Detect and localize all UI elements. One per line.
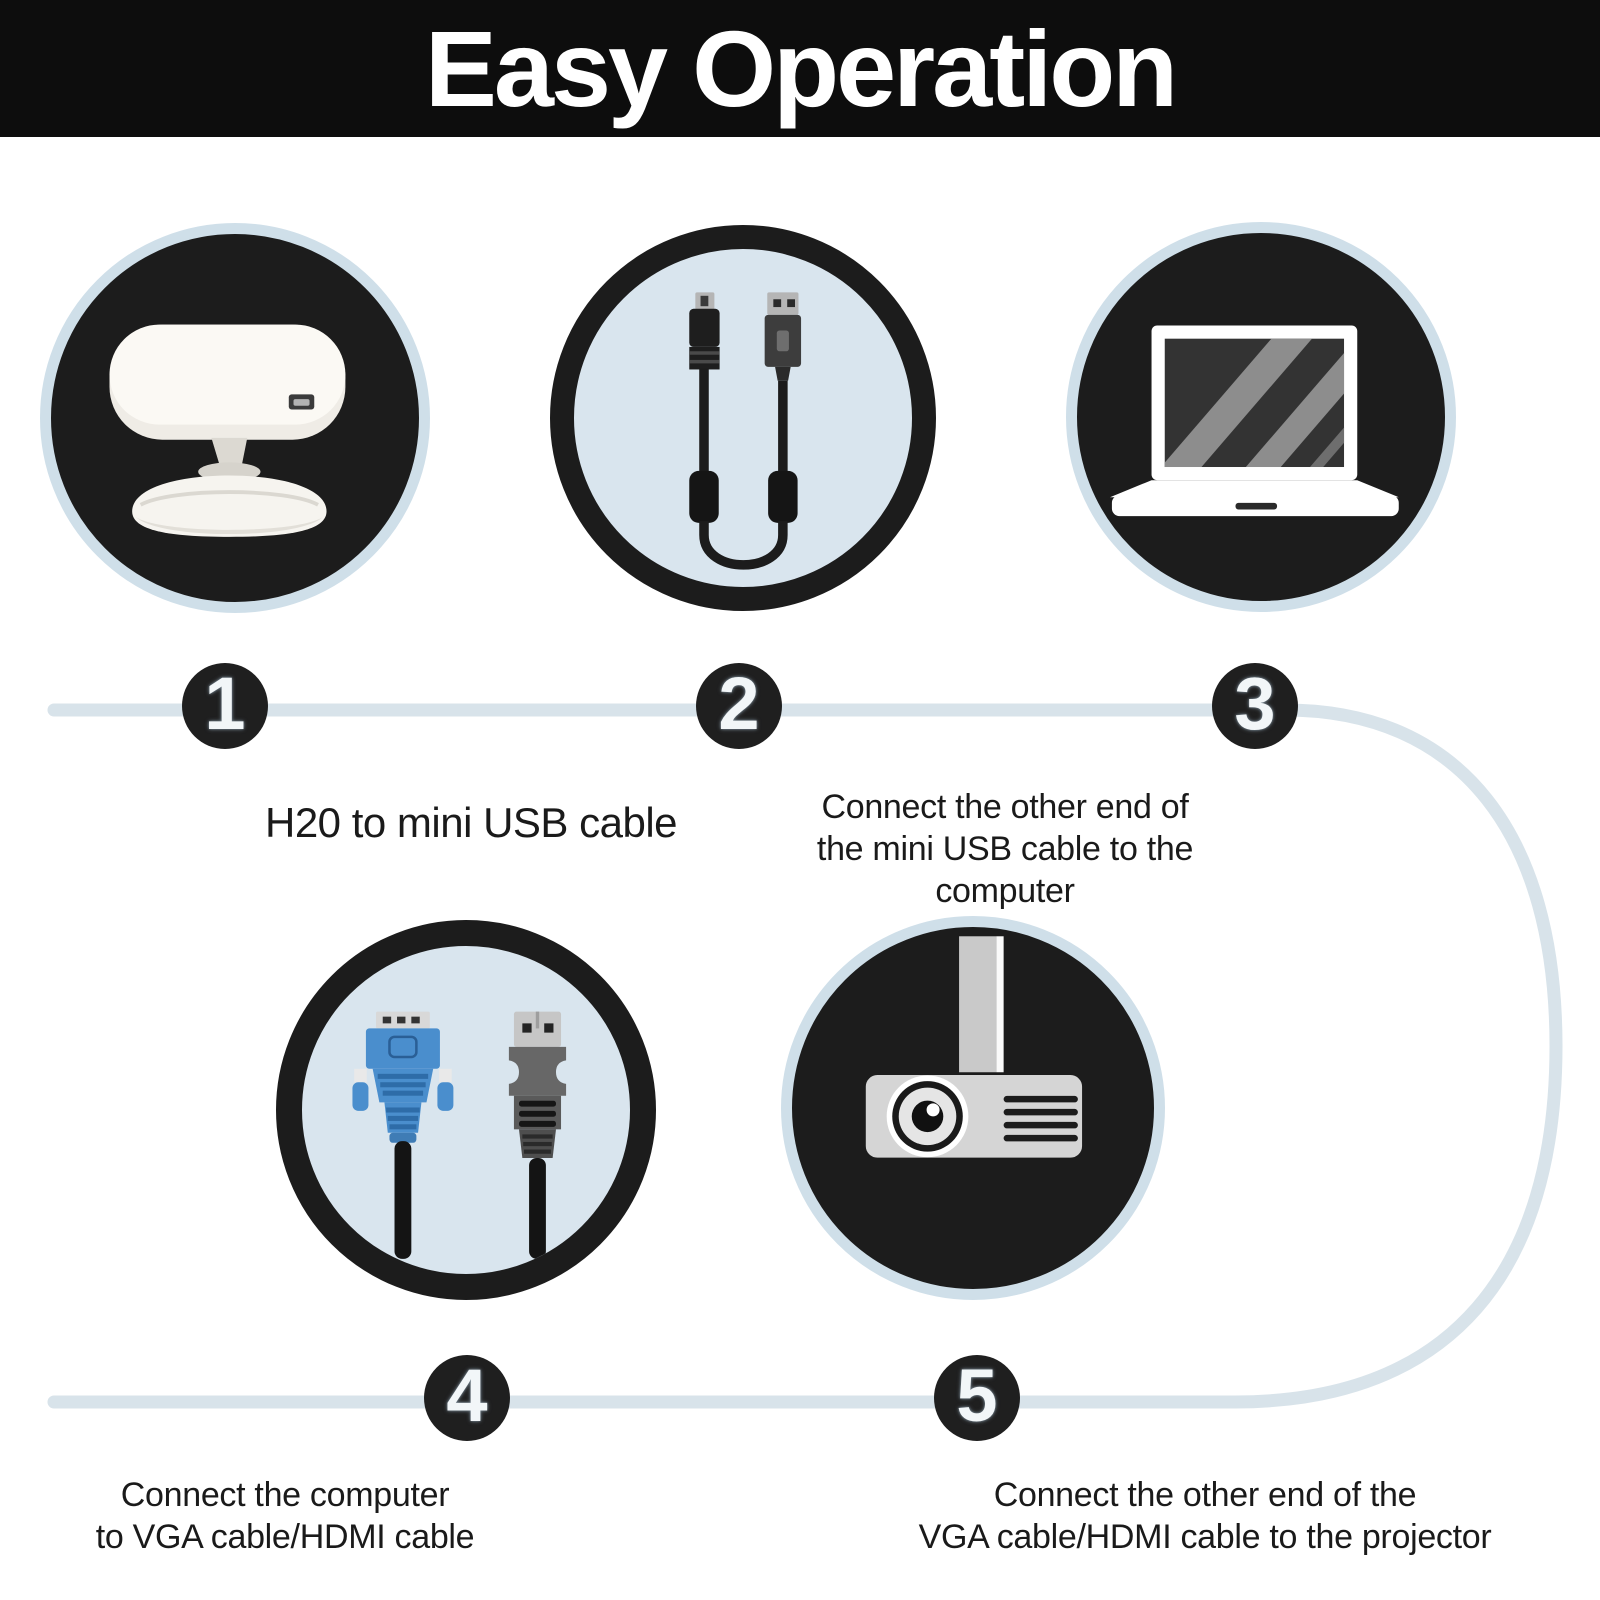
step-1-circle [40,223,430,613]
step-4-circle [276,920,656,1300]
step-number: 2 [718,662,760,745]
caption-step-3: Connect the other end of the mini USB ca… [755,786,1255,912]
step-1-badge: 1 [182,663,268,749]
caption-step-5: Connect the other end of the VGA cable/H… [905,1474,1505,1558]
step-4-badge: 4 [424,1355,510,1441]
laptop-icon [1110,325,1399,517]
step-number: 5 [956,1354,998,1437]
title-banner: Easy Operation [0,0,1600,137]
vga-hdmi-cables-icon [352,1011,567,1259]
h20-device-icon [109,324,346,537]
caption-step-2: H20 to mini USB cable [264,799,678,846]
caption-line: VGA cable/HDMI cable to the projector [918,1518,1492,1556]
caption-line: Connect the other end of [821,788,1189,826]
step-5-circle [781,916,1165,1300]
caption-line: Connect the other end of the [993,1476,1417,1514]
step-number: 1 [204,662,246,745]
projector-icon [863,936,1085,1161]
step-3-circle [1066,222,1456,612]
caption-line: to VGA cable/HDMI cable [95,1518,475,1556]
step-5-badge: 5 [934,1355,1020,1441]
step-2-badge: 2 [696,663,782,749]
step-number: 3 [1234,662,1276,745]
step-2-circle [550,225,936,611]
step-number: 4 [446,1354,488,1437]
caption-step-4: Connect the computer to VGA cable/HDMI c… [35,1474,535,1558]
mini-usb-cable-icon [689,292,802,570]
caption-line: Connect the computer [120,1476,450,1514]
page-title: Easy Operation [424,7,1178,129]
caption-line: the mini USB cable to the computer [816,830,1194,910]
step-3-badge: 3 [1212,663,1298,749]
